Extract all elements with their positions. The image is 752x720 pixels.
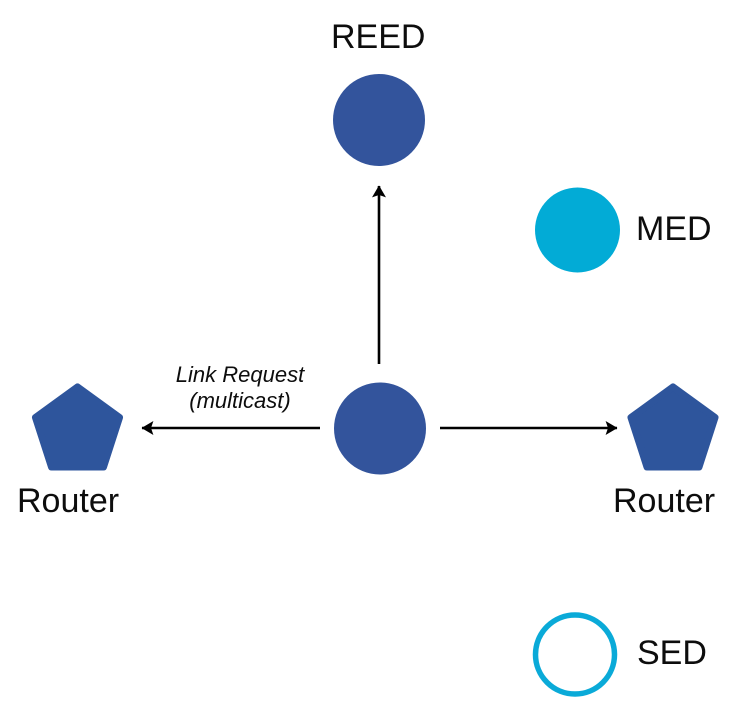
node-label-sed: SED: [637, 634, 707, 672]
node-router-left-pentagon[interactable]: [32, 383, 123, 471]
node-label-med: MED: [636, 210, 712, 248]
node-med-circle[interactable]: [535, 187, 620, 273]
node-router-right-pentagon[interactable]: [627, 383, 719, 471]
node-label-reed: REED: [331, 18, 426, 56]
node-reed-circle[interactable]: [333, 74, 425, 166]
node-sed-circle[interactable]: [532, 612, 618, 697]
edge-label-link-request: Link Request (multicast): [160, 362, 320, 414]
edge-label-line-2: (multicast): [189, 388, 291, 413]
node-label-router-left: Router: [17, 482, 120, 520]
node-label-router-right: Router: [613, 482, 716, 520]
edge-label-line-1: Link Request: [175, 362, 305, 387]
node-center-router-circle[interactable]: [334, 382, 426, 475]
